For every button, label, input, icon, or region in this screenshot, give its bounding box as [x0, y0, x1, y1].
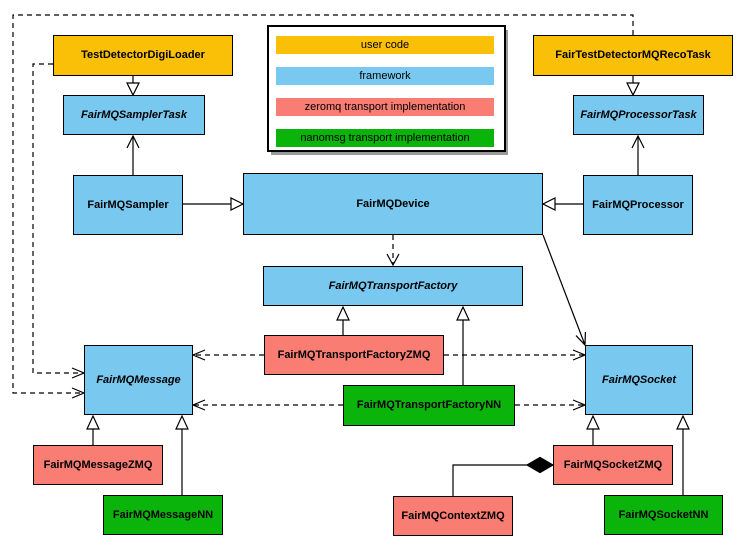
node-label: FairMQMessageNN: [112, 508, 214, 521]
node-label: FairMQTransportFactoryNN: [356, 399, 502, 412]
legend: user code framework zeromq transport imp…: [267, 25, 506, 152]
node-fairmqsocket: FairMQSocket: [585, 345, 693, 415]
edge-device-transportfactory: [386, 235, 400, 267]
node-fairmqsamplertask: FairMQSamplerTask: [63, 95, 205, 135]
node-label: FairMQMessage: [96, 373, 181, 386]
node-fairmqcontextzmq: FairMQContextZMQ: [393, 496, 513, 536]
edge-factorynn-factory: [456, 305, 470, 385]
node-label: FairMQMessageZMQ: [43, 458, 153, 471]
node-fairmqdevice: FairMQDevice: [243, 173, 543, 235]
node-fairmqprocessortask: FairMQProcessorTask: [573, 95, 704, 135]
edge-socketzmq-socket: [586, 414, 600, 445]
legend-label: zeromq transport implementation: [304, 101, 466, 113]
edge-contextzmq-socketzmq: [452, 456, 555, 496]
node-label: FairMQSocket: [602, 373, 676, 386]
edge-factorynn-socket: [515, 399, 587, 411]
edge-messagezmq-message: [86, 414, 100, 445]
node-fairmqmessagezmq: FairMQMessageZMQ: [33, 445, 163, 485]
legend-label: user code: [360, 39, 410, 51]
edge-recotask-processortask: [626, 76, 640, 97]
legend-label: nanomsg transport implementation: [300, 132, 470, 144]
edge-factorynn-message: [191, 399, 343, 411]
edge-socketnn-socket: [676, 414, 690, 495]
edge-digiloader-samplertask: [126, 76, 140, 97]
edge-factoryzmq-factory: [336, 305, 350, 335]
edge-processor-device: [541, 197, 583, 211]
edge-device-socket: [542, 234, 586, 347]
edge-sampler-samplertask: [126, 134, 140, 175]
legend-label: framework: [359, 70, 411, 82]
legend-item-user-code: user code: [276, 36, 494, 54]
node-label: FairMQSamplerTask: [81, 108, 187, 121]
node-label: FairMQTransportFactory: [328, 279, 458, 292]
node-fairmqmessagenn: FairMQMessageNN: [103, 495, 223, 535]
node-label: FairMQSocketNN: [618, 508, 709, 521]
legend-item-zeromq: zeromq transport implementation: [276, 98, 494, 116]
node-fairmqsampler: FairMQSampler: [73, 175, 183, 235]
node-fairmqsocketnn: FairMQSocketNN: [604, 495, 723, 535]
node-label: FairMQProcessorTask: [580, 108, 697, 121]
node-label: FairMQSocketZMQ: [563, 458, 663, 471]
node-fairmqmessage: FairMQMessage: [84, 345, 193, 415]
legend-item-nanomsg: nanomsg transport implementation: [276, 129, 494, 147]
node-label: FairMQProcessor: [592, 198, 684, 211]
node-label: FairMQSampler: [87, 198, 169, 211]
edge-factoryzmq-message: [191, 349, 264, 361]
node-label: FairMQTransportFactoryZMQ: [277, 348, 431, 361]
node-fairmqtransportfactorynn: FairMQTransportFactoryNN: [343, 385, 515, 426]
edge-processor-processortask: [631, 134, 645, 175]
node-label: FairMQContextZMQ: [401, 509, 505, 522]
node-label: TestDetectorDigiLoader: [81, 49, 205, 62]
node-fairmqprocessor: FairMQProcessor: [583, 175, 693, 235]
node-fairmqsocketzmq: FairMQSocketZMQ: [553, 445, 673, 485]
node-label: FairMQDevice: [356, 197, 430, 210]
node-fairtestdetectormqrecotask: FairTestDetectorMQRecoTask: [533, 35, 733, 76]
node-fairmqtransportfactoryzmq: FairMQTransportFactoryZMQ: [264, 335, 444, 375]
node-fairmqtransportfactory: FairMQTransportFactory: [263, 266, 523, 306]
legend-item-framework: framework: [276, 67, 494, 85]
edge-sampler-device: [183, 197, 245, 211]
edge-factoryzmq-socket: [444, 349, 587, 361]
edge-messagenn-message: [175, 414, 189, 495]
node-label: FairTestDetectorMQRecoTask: [555, 49, 711, 62]
node-testdetectordigiloader: TestDetectorDigiLoader: [53, 35, 233, 76]
